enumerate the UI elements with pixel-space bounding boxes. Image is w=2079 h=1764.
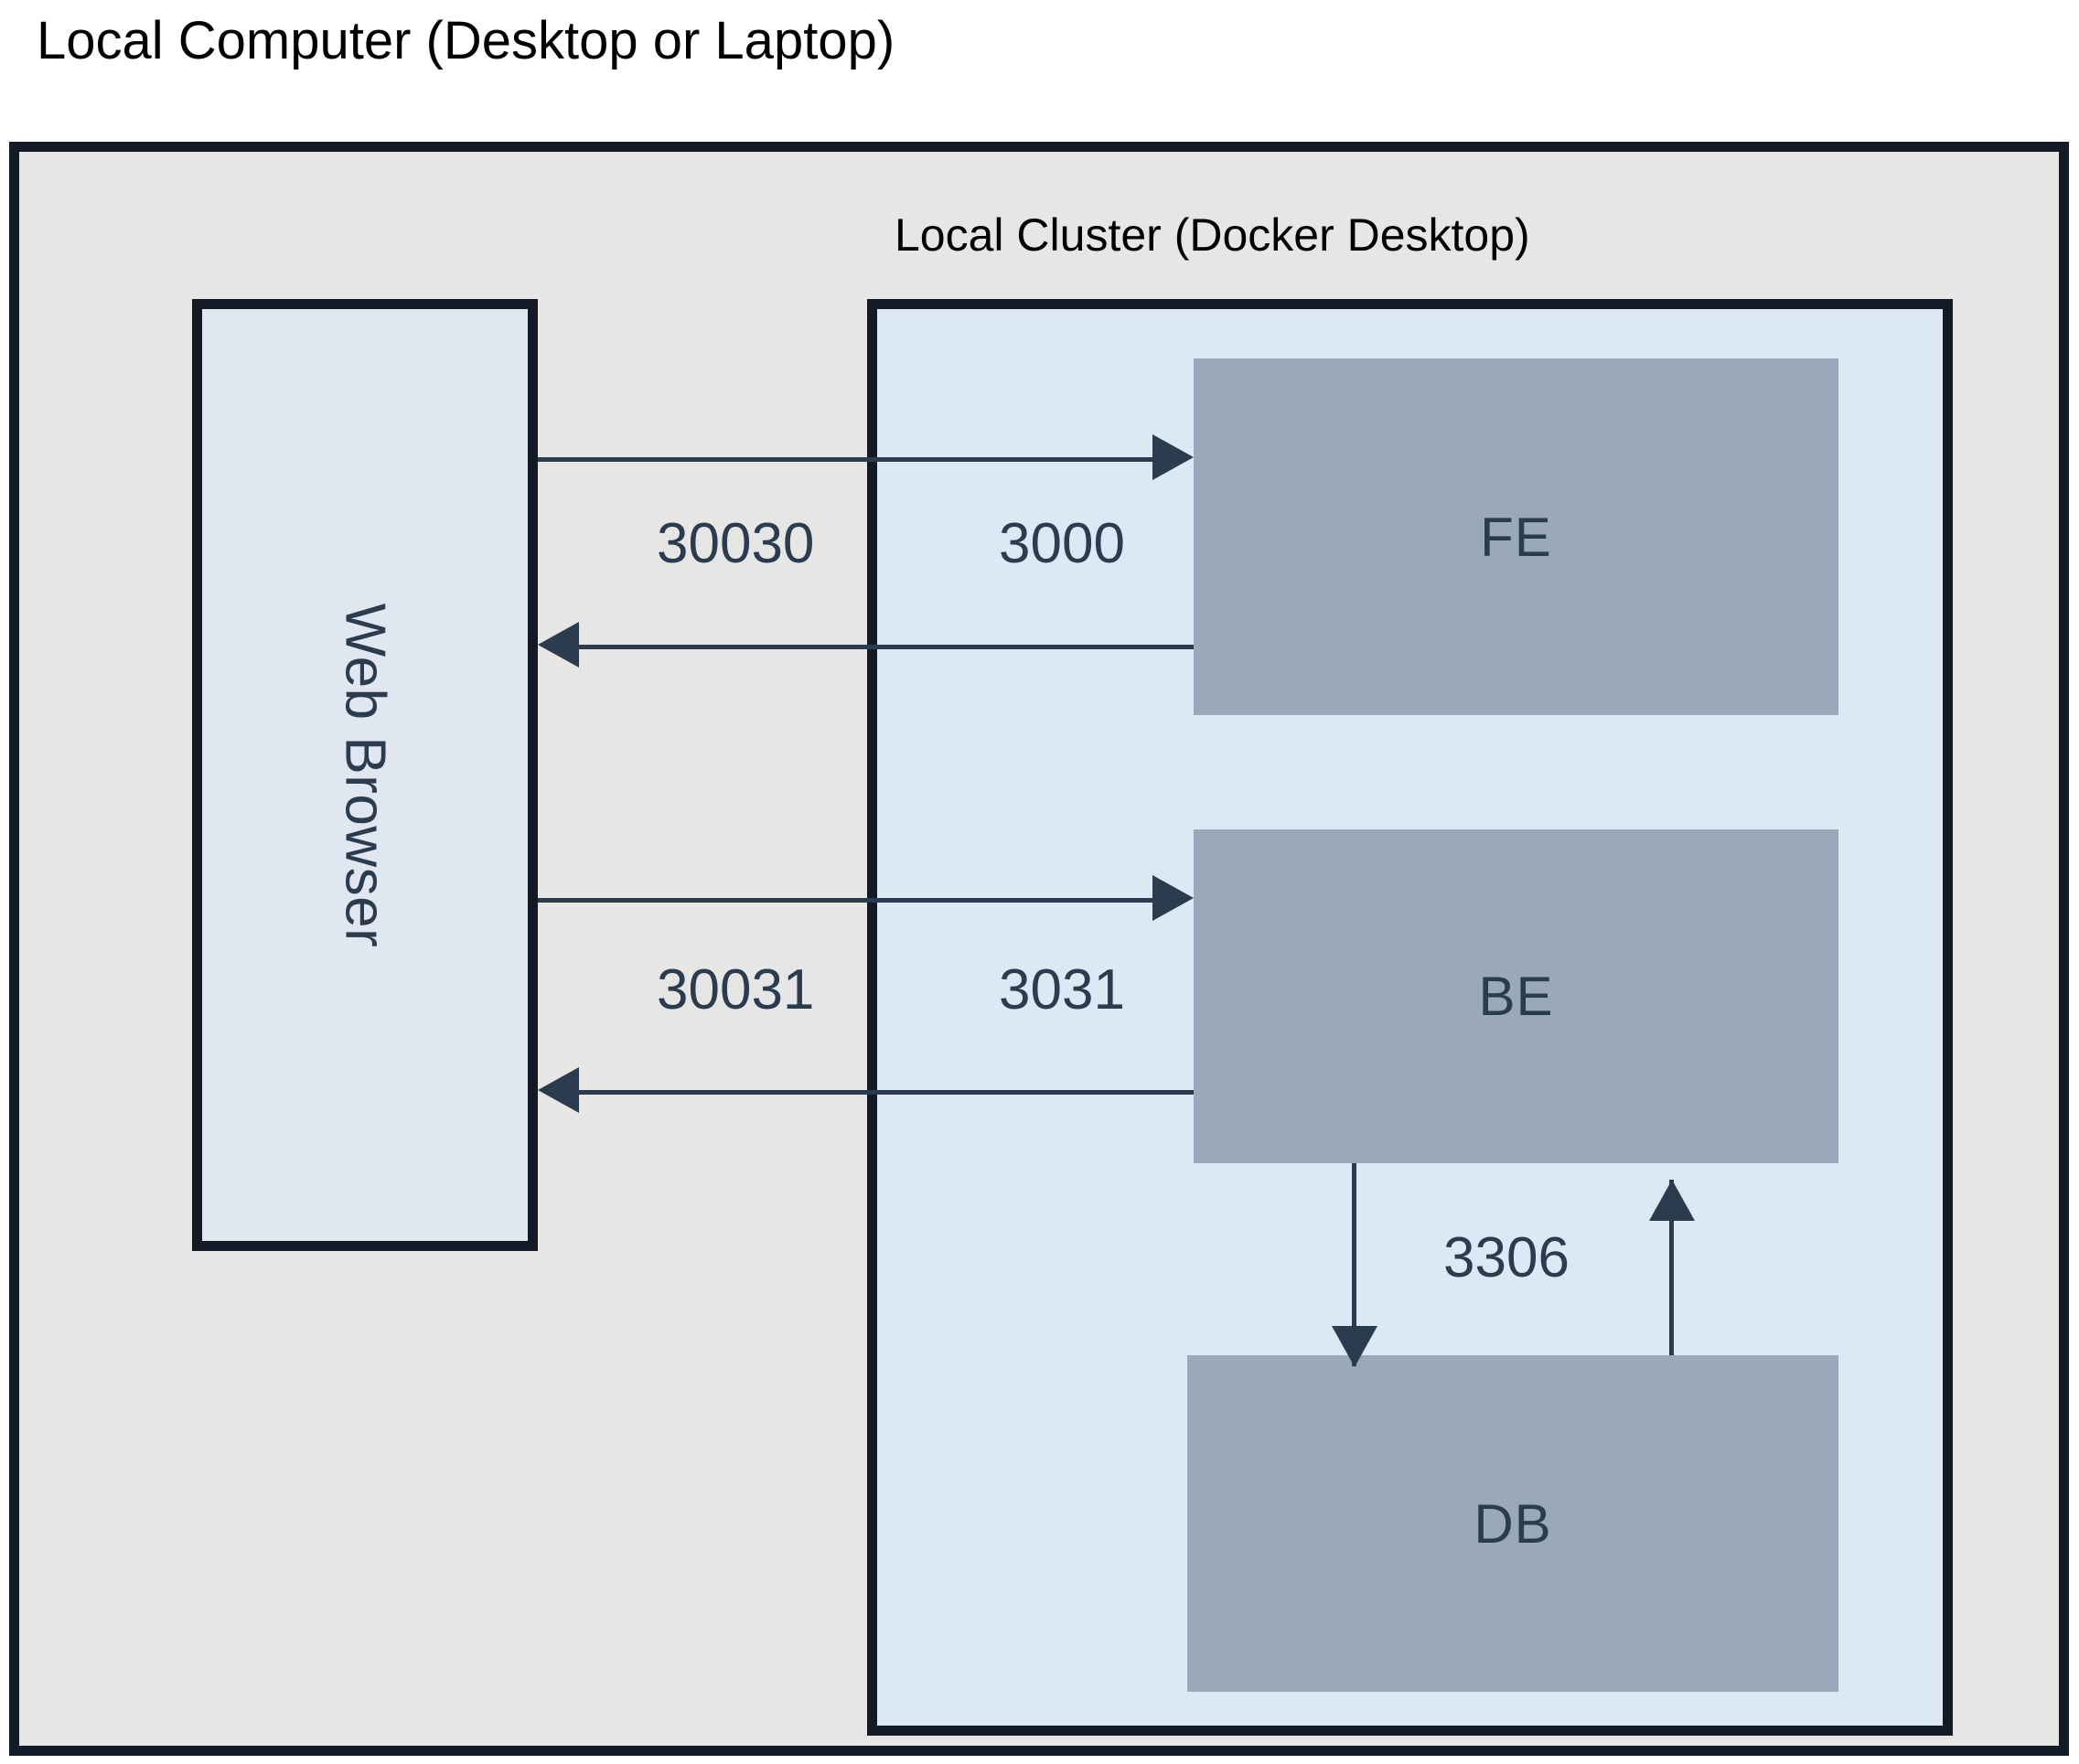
edge-backend-to-database-arrowhead xyxy=(1332,1326,1377,1367)
edge-browser-to-frontend-line xyxy=(538,457,1152,462)
port-label-frontend-container: 3000 xyxy=(999,512,1125,575)
port-label-database-port: 3306 xyxy=(1443,1226,1570,1289)
edge-browser-to-backend-line xyxy=(538,898,1152,903)
port-label-frontend-host: 30030 xyxy=(657,512,815,575)
frontend-node-label: FE xyxy=(1480,506,1552,568)
edge-frontend-to-browser-arrowhead xyxy=(538,622,579,668)
cluster-container-title: Local Cluster (Docker Desktop) xyxy=(895,209,1530,261)
database-node: DB xyxy=(1187,1355,1838,1692)
edge-browser-to-frontend-arrowhead xyxy=(1152,434,1194,480)
edge-database-to-backend-arrowhead xyxy=(1649,1180,1695,1221)
port-label-backend-host: 30031 xyxy=(657,958,815,1021)
port-label-backend-container: 3031 xyxy=(999,958,1125,1021)
edge-browser-to-backend-arrowhead xyxy=(1152,875,1194,921)
edge-backend-to-browser-line xyxy=(579,1090,1194,1095)
edge-database-to-backend-line xyxy=(1669,1180,1674,1355)
backend-node: BE xyxy=(1194,829,1838,1163)
edge-backend-to-database-line xyxy=(1352,1163,1356,1366)
database-node-label: DB xyxy=(1474,1492,1552,1555)
frontend-node: FE xyxy=(1194,358,1838,715)
backend-node-label: BE xyxy=(1478,966,1554,1027)
web-browser-node: Web Browser xyxy=(192,299,538,1251)
edge-frontend-to-browser-line xyxy=(579,645,1194,649)
web-browser-label: Web Browser xyxy=(333,603,397,947)
outer-container-title: Local Computer (Desktop or Laptop) xyxy=(37,11,895,70)
edge-backend-to-browser-arrowhead xyxy=(538,1067,579,1113)
